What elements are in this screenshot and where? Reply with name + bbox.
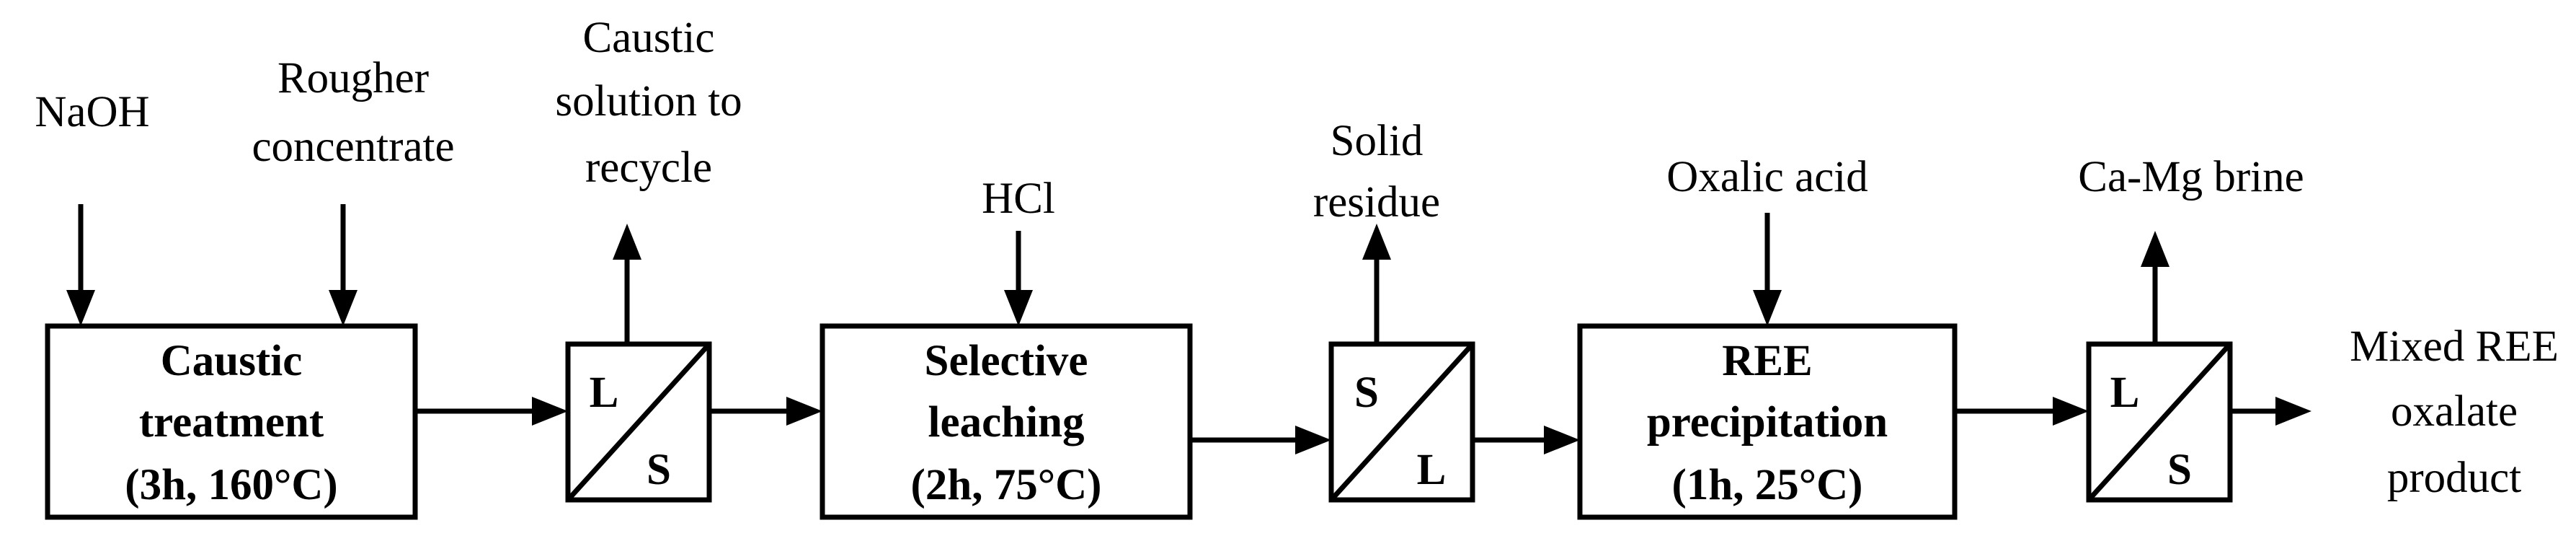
- stream-label-line: Mixed REE: [2350, 322, 2559, 371]
- stream-label-line: Caustic: [583, 14, 715, 62]
- separator-top-label: S: [1354, 369, 1379, 417]
- block-label-line: precipitation: [1647, 398, 1888, 447]
- flow-arrow-sep3-to-product: [2230, 397, 2311, 426]
- stream-label-line: residue: [1313, 178, 1440, 226]
- flow-arrow-sep1-to-leaching: [709, 397, 822, 426]
- stream-label-line: oxalate: [2391, 387, 2518, 436]
- stream-label-naoh: NaOH: [35, 88, 149, 136]
- stream-label-line: Solid: [1331, 117, 1424, 165]
- block-label-line: (2h, 75°C): [911, 461, 1102, 509]
- block-label-line: leaching: [928, 398, 1085, 447]
- stream-label-ca-mg-brine: Ca-Mg brine: [2078, 153, 2304, 201]
- block-label-line: (1h, 25°C): [1672, 461, 1863, 509]
- flow-arrow-precipitation-to-sep3: [1955, 397, 2089, 426]
- flow-arrow-caustic-to-sep1: [415, 397, 568, 426]
- block-label-line: Selective: [925, 337, 1088, 385]
- stream-label-hcl: HCl: [982, 175, 1055, 223]
- stream-label-rougher-concentrate: Rougher concentrate: [252, 54, 454, 171]
- block-label-line: REE: [1722, 337, 1812, 385]
- liquid-solid-separator-1: L S: [565, 341, 712, 503]
- ree-precipitation-block: REE precipitation (1h, 25°C): [1577, 323, 1958, 520]
- stream-label-line: recycle: [585, 144, 712, 192]
- separator-bottom-label: L: [1417, 446, 1447, 494]
- separator-bottom-label: S: [647, 446, 671, 494]
- caustic-treatment-block: Caustic treatment (3h, 160°C): [45, 323, 418, 520]
- stream-label-line: product: [2387, 454, 2521, 502]
- block-label-line: Caustic: [161, 337, 303, 385]
- flow-arrow-sep2-to-precipitation: [1473, 426, 1580, 454]
- stream-label-caustic-recycle: Caustic solution to recycle: [555, 14, 742, 192]
- separator-top-label: L: [590, 369, 619, 417]
- stream-label-line: concentrate: [252, 123, 454, 171]
- liquid-solid-separator-3: L S: [2086, 341, 2233, 503]
- output-arrow-solid-residue: [1362, 224, 1391, 344]
- block-label-line: (3h, 160°C): [125, 461, 338, 509]
- flow-arrow-leaching-to-sep2: [1190, 426, 1331, 454]
- separator-bottom-label: S: [2167, 446, 2192, 494]
- stream-label-line: Rougher: [277, 54, 429, 102]
- input-arrow-rougher: [329, 204, 357, 326]
- stream-label-line: solution to: [555, 77, 742, 126]
- solid-liquid-separator-2: S L: [1328, 341, 1475, 503]
- stream-label-mixed-ree-oxalate-product: Mixed REE oxalate product: [2350, 322, 2559, 502]
- input-arrow-naoh: [66, 204, 95, 326]
- stream-label-oxalic-acid: Oxalic acid: [1666, 153, 1867, 201]
- output-arrow-caustic-recycle: [613, 224, 641, 344]
- separator-top-label: L: [2110, 369, 2140, 417]
- block-label-line: treatment: [139, 398, 324, 447]
- input-arrow-oxalic-acid: [1753, 213, 1782, 326]
- output-arrow-ca-mg-brine: [2141, 231, 2169, 344]
- stream-label-solid-residue: Solid residue: [1313, 117, 1440, 226]
- input-arrow-hcl: [1004, 231, 1033, 326]
- selective-leaching-block: Selective leaching (2h, 75°C): [820, 323, 1193, 520]
